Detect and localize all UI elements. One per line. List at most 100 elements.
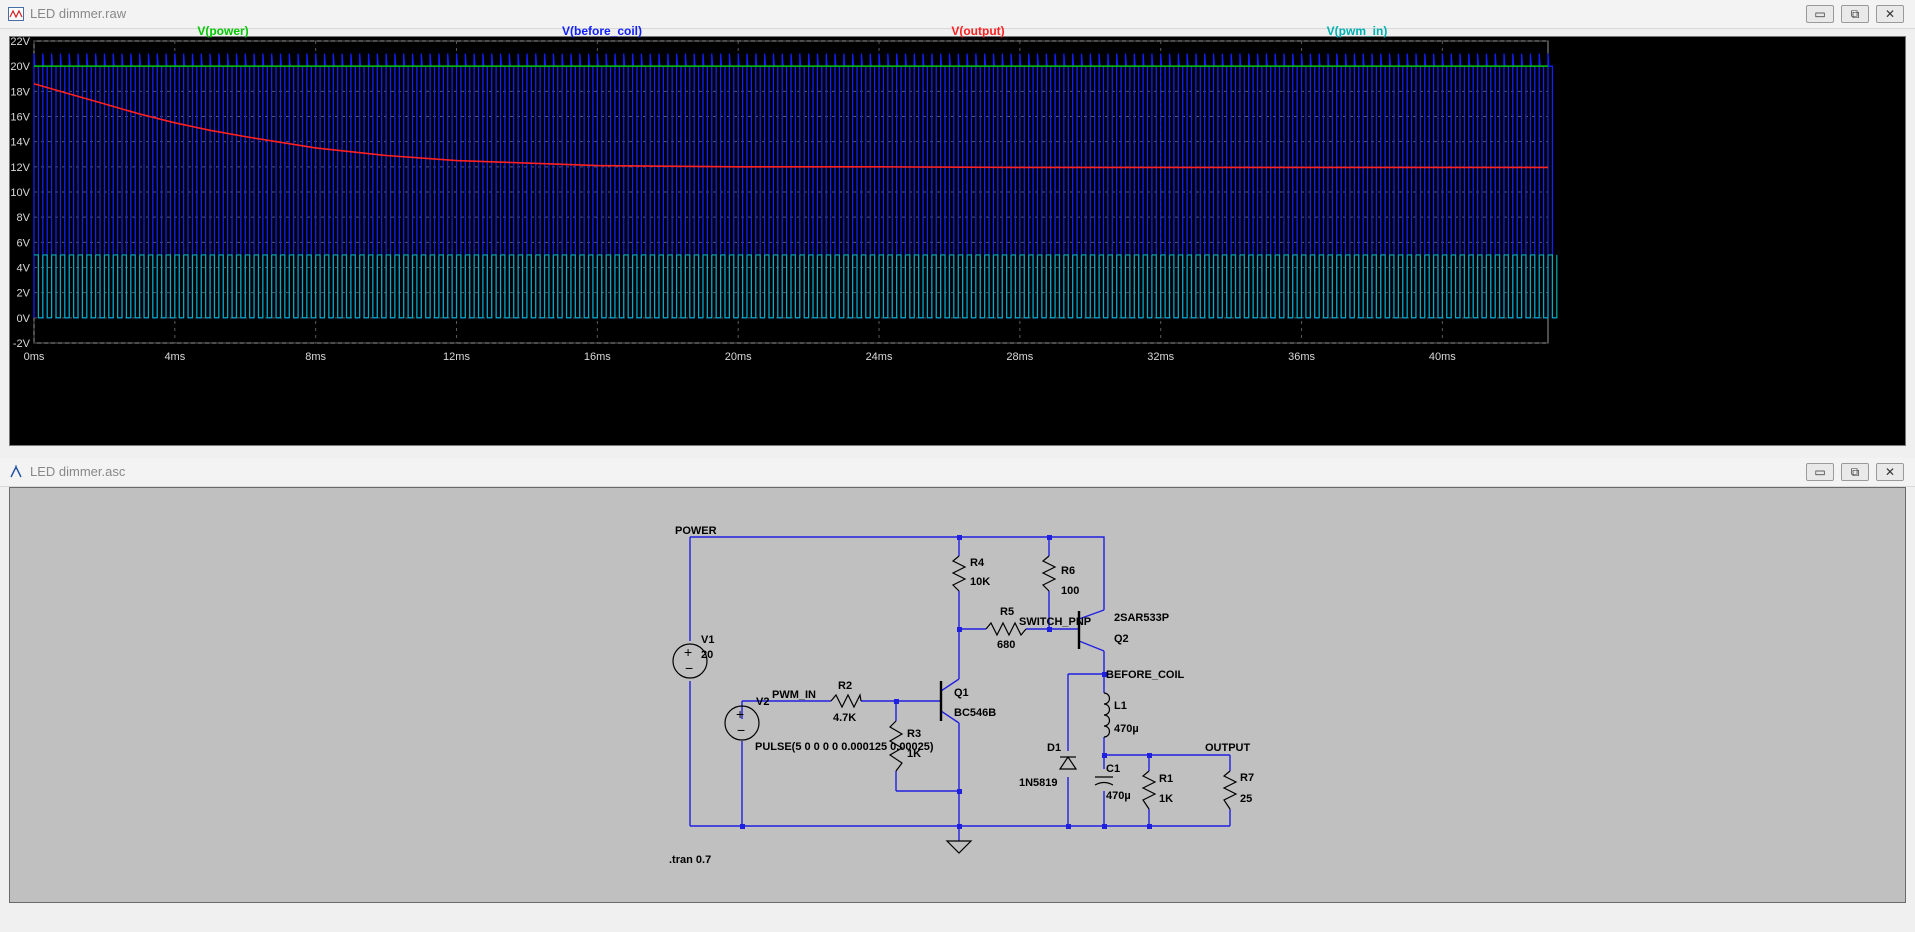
q1-label: Q1 — [954, 687, 969, 699]
v2-value: PULSE(5 0 0 0 0 0.000125 0.00025) — [755, 741, 934, 753]
x-tick-label: 8ms — [305, 351, 326, 363]
minimize-button[interactable]: ▭ — [1806, 463, 1834, 481]
v1-label: V1 — [701, 634, 714, 646]
svg-text:+: + — [736, 706, 744, 722]
l1-label: L1 — [1114, 700, 1127, 712]
r7-value: 25 — [1240, 793, 1252, 805]
schematic-drawing[interactable]: +− +− POWER PWM_IN SWITCH_PNP BEFORE_COI… — [10, 488, 1905, 902]
v2-source — [724, 705, 760, 741]
schematic-window-titlebar[interactable]: LED dimmer.asc ▭ ⧉ ✕ — [0, 458, 1915, 487]
r5-value: 680 — [997, 639, 1015, 651]
y-tick-label: 2V — [17, 288, 31, 300]
r7-label: R7 — [1240, 772, 1254, 784]
y-tick-label: 12V — [10, 162, 30, 174]
x-tick-label: 12ms — [443, 351, 470, 363]
net-label-output: OUTPUT — [1205, 742, 1251, 754]
plot-window: LED dimmer.raw ▭ ⧉ ✕ 22V 20V 18V 16V 14V 12V 1… — [0, 0, 1915, 446]
restore-button[interactable]: ⧉ — [1841, 5, 1869, 23]
r4-label: R4 — [970, 557, 985, 569]
legend-vbefore_coil: V(before_coil) — [562, 24, 642, 38]
schematic-app-icon — [10, 465, 22, 478]
r7-resistor — [1222, 770, 1238, 810]
r5-resistor — [985, 621, 1027, 637]
legend-voutput: V(output) — [951, 24, 1004, 38]
r1-resistor — [1141, 770, 1157, 810]
net-label-pwm-in: PWM_IN — [772, 689, 816, 701]
waveform-app-icon — [8, 7, 24, 21]
svg-text:+: + — [684, 644, 692, 660]
r3-resistor — [888, 720, 904, 772]
d1-value: 1N5819 — [1019, 777, 1058, 789]
r1-label: R1 — [1159, 773, 1173, 785]
c1-value: 470µ — [1106, 790, 1131, 802]
schematic-window-title: LED dimmer.asc — [30, 464, 126, 479]
d1-label: D1 — [1047, 742, 1061, 754]
y-tick-label: 10V — [10, 187, 30, 199]
plot-window-titlebar[interactable]: LED dimmer.raw ▭ ⧉ ✕ — [0, 0, 1915, 29]
y-tick-label: 0V — [17, 313, 31, 325]
r5-label: R5 — [1000, 606, 1014, 618]
schematic-canvas[interactable]: +− +− POWER PWM_IN SWITCH_PNP BEFORE_COI… — [9, 487, 1906, 903]
net-label-switch-pnp: SWITCH_PNP — [1019, 616, 1091, 628]
svg-text:−: − — [737, 722, 745, 738]
d1-diode — [1058, 755, 1078, 770]
y-tick-label: 8V — [17, 212, 31, 224]
y-tick-label: -2V — [13, 338, 31, 350]
v1-value: 20 — [701, 649, 713, 661]
y-tick-label: 4V — [17, 263, 31, 275]
q1-value: BC546B — [954, 707, 996, 719]
x-tick-label: 16ms — [584, 351, 611, 363]
v1-source — [672, 643, 708, 679]
q2-label: Q2 — [1114, 633, 1129, 645]
r3-label: R3 — [907, 728, 921, 740]
svg-text:−: − — [685, 660, 693, 676]
y-tick-label: 14V — [10, 137, 30, 149]
legend-vpower: V(power) — [197, 24, 248, 38]
net-label-before-coil: BEFORE_COIL — [1106, 669, 1185, 681]
y-tick-label: 18V — [10, 86, 30, 98]
r6-value: 100 — [1061, 585, 1079, 597]
x-tick-label: 24ms — [866, 351, 893, 363]
plot-window-title: LED dimmer.raw — [30, 6, 127, 21]
r6-resistor — [1041, 555, 1057, 592]
source-polarity: +− +− — [684, 644, 745, 738]
r4-value: 10K — [970, 576, 990, 588]
l1-inductor — [1103, 692, 1111, 738]
y-tick-label: 16V — [10, 112, 30, 124]
x-tick-label: 40ms — [1429, 351, 1456, 363]
junction-dots — [740, 535, 1152, 829]
x-tick-label: 36ms — [1288, 351, 1315, 363]
r2-label: R2 — [838, 680, 852, 692]
close-button[interactable]: ✕ — [1876, 5, 1904, 23]
x-tick-label: 0ms — [24, 351, 45, 363]
r3-value: 1K — [907, 748, 921, 760]
l1-value: 470µ — [1114, 723, 1139, 735]
tran-directive: .tran 0.7 — [669, 854, 711, 866]
series-output — [33, 83, 1548, 169]
c1-label: C1 — [1106, 763, 1120, 775]
r2-resistor — [830, 693, 862, 709]
r4-resistor — [951, 555, 967, 592]
x-tick-label: 32ms — [1147, 351, 1174, 363]
x-tick-label: 28ms — [1006, 351, 1033, 363]
ground-symbol — [945, 840, 973, 854]
y-tick-label: 20V — [10, 61, 30, 73]
x-tick-label: 20ms — [725, 351, 752, 363]
resistors — [672, 555, 1238, 854]
restore-button[interactable]: ⧉ — [1841, 463, 1869, 481]
y-tick-label: 6V — [17, 237, 31, 249]
r6-label: R6 — [1061, 565, 1075, 577]
minimize-button[interactable]: ▭ — [1806, 5, 1834, 23]
r2-value: 4.7K — [833, 712, 856, 724]
close-button[interactable]: ✕ — [1876, 463, 1904, 481]
y-tick-label: 22V — [10, 36, 30, 48]
x-tick-label: 4ms — [164, 351, 185, 363]
q2-value: 2SAR533P — [1114, 612, 1169, 624]
legend-vpwm_in: V(pwm_in) — [1327, 24, 1388, 38]
series-pwm-in — [34, 254, 1558, 319]
v2-label: V2 — [756, 696, 769, 708]
net-label-power: POWER — [675, 525, 717, 537]
r1-value: 1K — [1159, 793, 1173, 805]
